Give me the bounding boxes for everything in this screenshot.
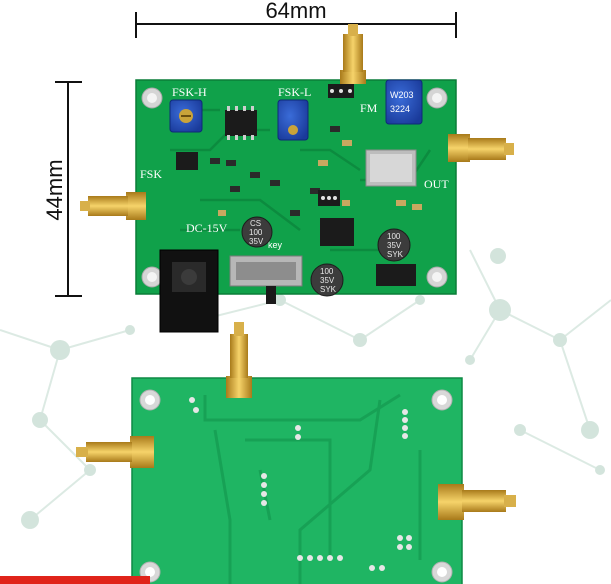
height-label: 44mm [42, 159, 67, 220]
svg-text:35V: 35V [387, 241, 402, 250]
dc-jack [159, 249, 219, 333]
trimpot-fsk-l [277, 99, 309, 141]
sma-connector-out [448, 134, 514, 162]
label-fsk: FSK [140, 167, 162, 181]
sma-connector-right-back [438, 484, 516, 520]
svg-text:SYK: SYK [387, 250, 404, 259]
height-dimension [55, 81, 82, 297]
ic-chip-u1 [320, 218, 354, 246]
sma-connector-top-back [226, 322, 252, 398]
ic-chip-regulator [376, 264, 416, 286]
ic-chip-top [225, 106, 257, 140]
trimpot-fm: W203 3224 [385, 79, 423, 125]
svg-text:100: 100 [249, 228, 263, 237]
sma-connector-left-back [76, 436, 154, 468]
svg-text:35V: 35V [249, 237, 264, 246]
pcb-front: FSK-H FSK-L FM FSK OUT DC-15V key W203 3… [80, 24, 514, 333]
sma-connector-fsk [80, 192, 146, 220]
label-key: key [268, 240, 283, 250]
width-label: 64mm [265, 0, 326, 23]
electrolytic-capacitor-left: CS 100 35V [241, 216, 273, 248]
trimpot-fsk-h [169, 99, 203, 133]
trimpot-code: W203 [390, 90, 414, 100]
svg-text:CS: CS [250, 219, 261, 228]
label-dc: DC-15V [186, 221, 228, 235]
label-fsk-h: FSK-H [172, 85, 207, 99]
pcb-back [76, 322, 516, 584]
svg-text:100: 100 [320, 267, 334, 276]
label-out: OUT [424, 177, 449, 191]
svg-text:100: 100 [387, 232, 401, 241]
power-switch [229, 255, 303, 304]
oscillator-module [365, 149, 417, 187]
sma-connector-fm [340, 24, 366, 84]
electrolytic-capacitor-right: 100 35V SYK [377, 228, 411, 262]
trimpot-code-2: 3224 [390, 104, 410, 114]
svg-text:SYK: SYK [320, 285, 337, 294]
electrolytic-capacitor-middle: 100 35V SYK [310, 263, 344, 297]
label-fm: FM [360, 101, 378, 115]
ic-chip-small [176, 152, 198, 170]
label-fsk-l: FSK-L [278, 85, 311, 99]
width-dimension [135, 12, 457, 38]
svg-text:35V: 35V [320, 276, 335, 285]
red-banner-edge [0, 576, 150, 584]
